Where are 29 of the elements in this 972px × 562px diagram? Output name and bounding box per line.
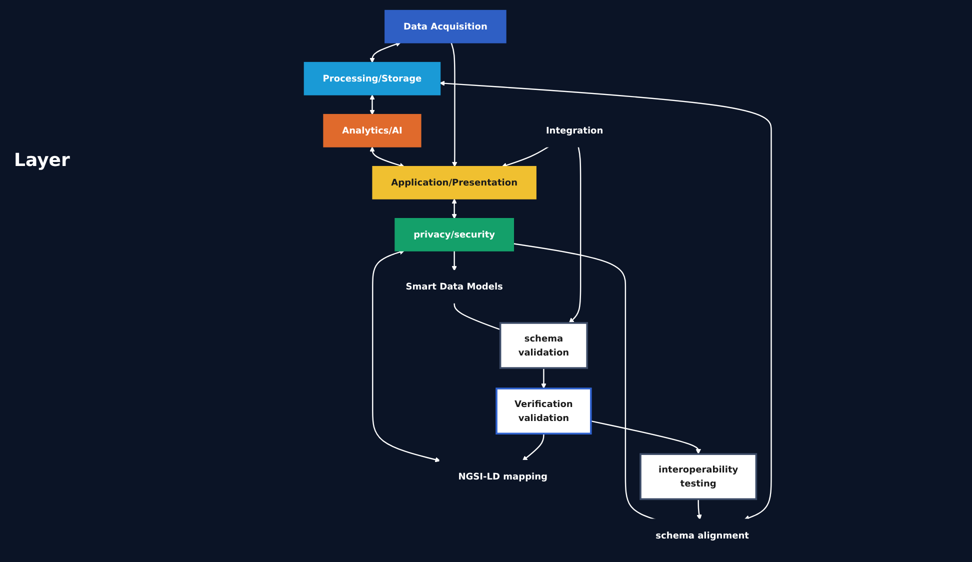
arrow (568, 146, 582, 324)
arrow (452, 250, 457, 272)
arrow (522, 434, 544, 462)
arrow (452, 198, 457, 220)
connector (454, 302, 500, 330)
node-box: Application/Presentation (372, 166, 536, 200)
arrow (590, 420, 701, 454)
node-box: Analytics/AI (323, 114, 422, 148)
arrow (370, 94, 375, 116)
arrow (372, 249, 440, 462)
node-box: Verification validation (496, 388, 592, 435)
arrow (696, 499, 702, 520)
arrow (370, 42, 402, 64)
node-text: schema alignment (656, 530, 749, 541)
node-box: interoperability testing (640, 453, 758, 500)
connector (513, 243, 656, 520)
node-text: NGSI-LD mapping (458, 471, 548, 482)
node-text: Integration (546, 125, 604, 136)
node-text: Smart Data Models (406, 281, 503, 292)
arrow (541, 368, 546, 389)
node-box: schema validation (499, 322, 588, 369)
arrow (370, 146, 405, 168)
node-box: Processing/Storage (304, 62, 441, 96)
node-box: privacy/security (394, 218, 514, 252)
arrow (502, 146, 550, 168)
arrow (450, 42, 458, 168)
arrow (439, 80, 772, 520)
node-box: Data Acquisition (384, 10, 506, 44)
layer-label: Layer (14, 150, 71, 171)
